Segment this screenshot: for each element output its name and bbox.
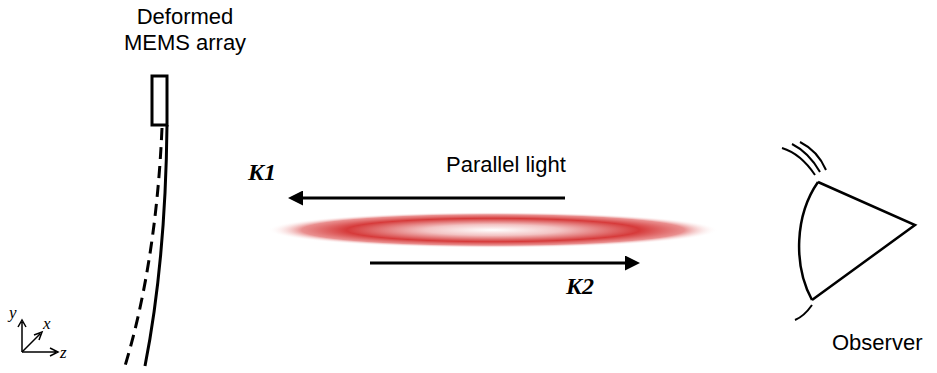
- mems-element: [152, 76, 167, 125]
- axis-label: z: [60, 343, 67, 363]
- wave-vector: K1: [248, 158, 276, 187]
- observer-label: Observer: [832, 330, 922, 356]
- eye: [782, 142, 915, 320]
- wave-vector: K2: [566, 272, 594, 301]
- k1-arrow: [300, 197, 565, 200]
- k2-arrow: [370, 262, 628, 265]
- axis-label: x: [43, 314, 51, 334]
- axis-label: y: [9, 303, 17, 323]
- beam-label: Parallel light: [446, 152, 566, 178]
- light-beam: [268, 212, 718, 248]
- axes: [18, 320, 58, 356]
- part-name: Deformed MEMS array: [112, 4, 258, 57]
- original-array: [125, 128, 162, 366]
- deformed-array: [145, 125, 167, 366]
